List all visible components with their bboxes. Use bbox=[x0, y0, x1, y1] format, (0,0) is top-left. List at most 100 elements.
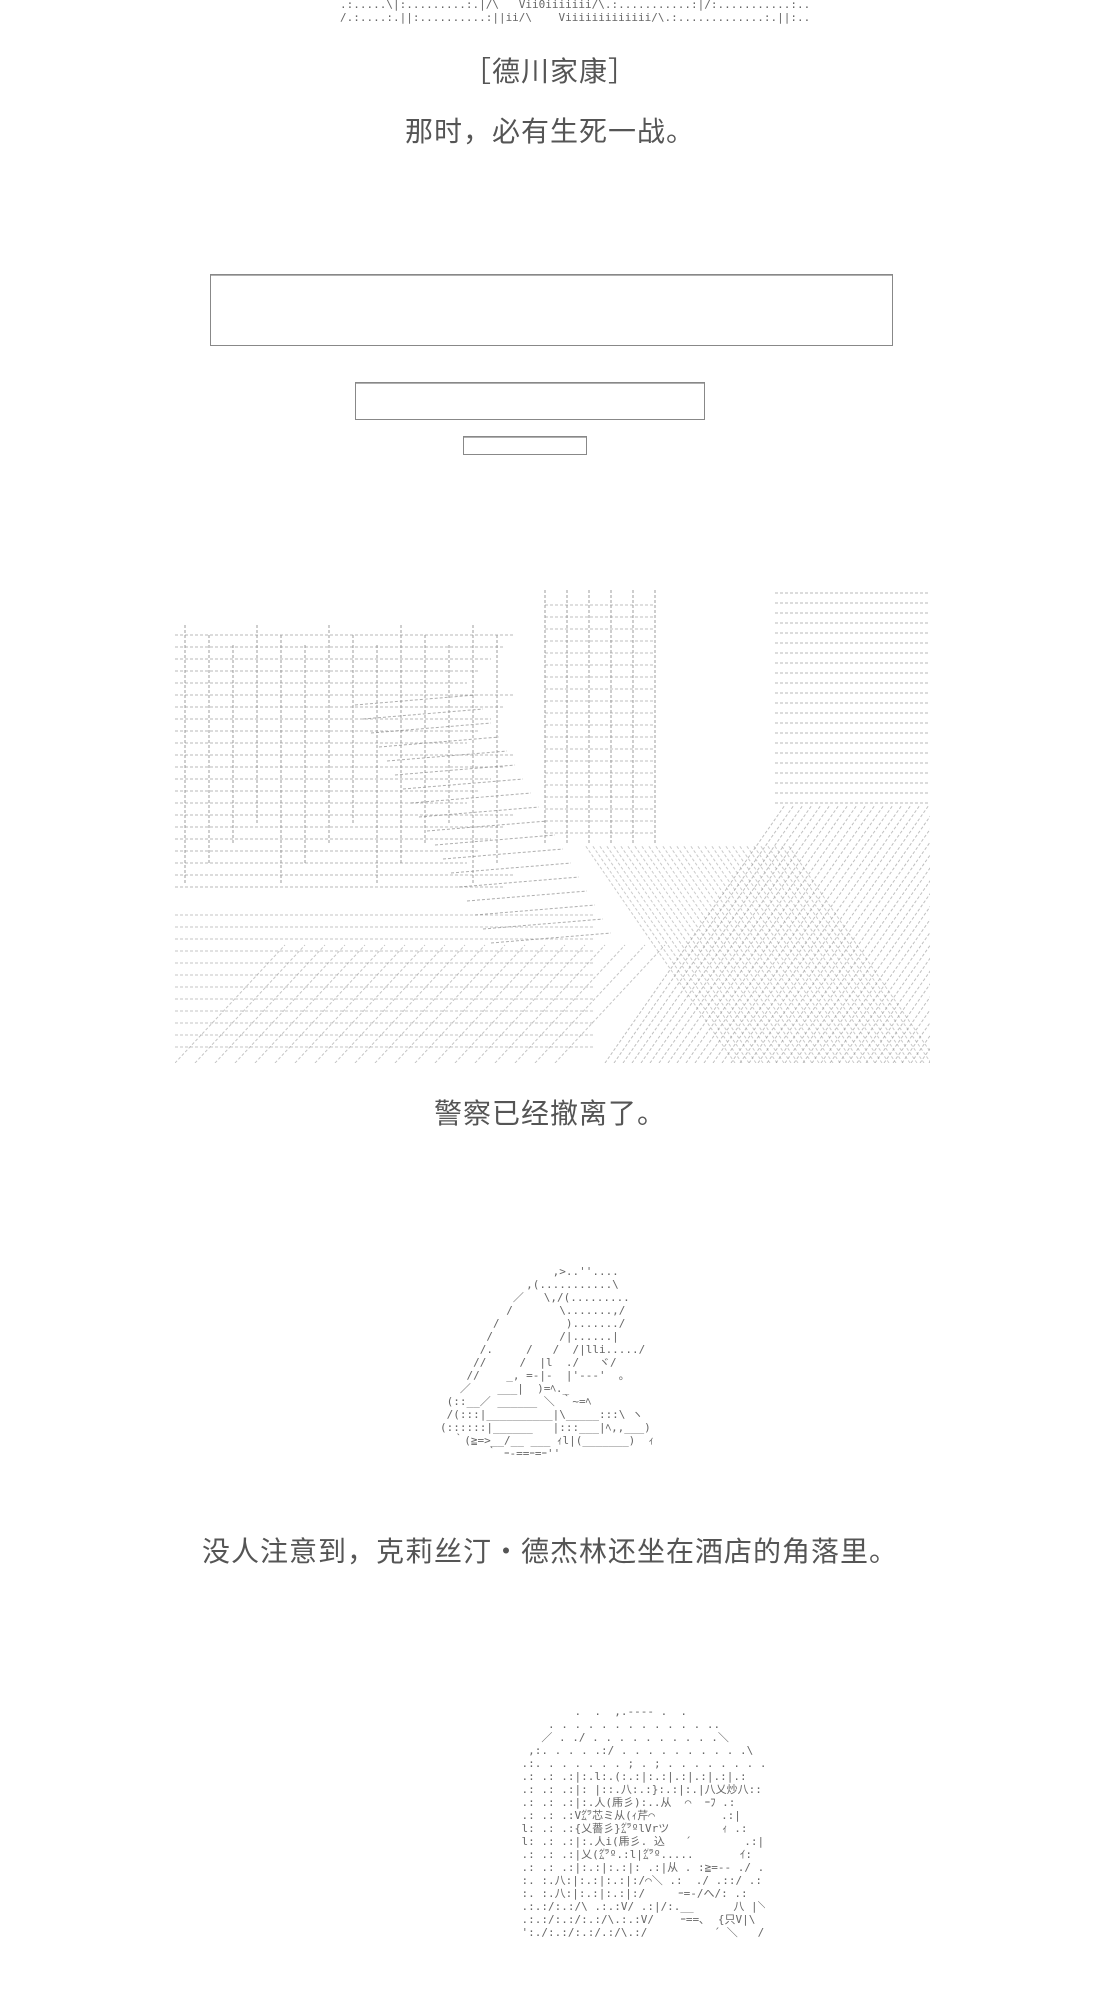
roof-hatch bbox=[829, 918, 930, 1063]
stair-step bbox=[418, 806, 540, 818]
roof-hatch bbox=[676, 804, 858, 1063]
ground-hatch bbox=[294, 944, 406, 1063]
roof-hatch-cross bbox=[752, 844, 904, 1063]
roof-hatch-cross bbox=[689, 844, 841, 1063]
stair-step bbox=[474, 904, 596, 916]
ground-hatch bbox=[214, 944, 326, 1063]
roof-hatch-cross bbox=[584, 844, 736, 1063]
ground-hatch bbox=[374, 944, 486, 1063]
ground-hatch bbox=[254, 944, 366, 1063]
stair-step bbox=[466, 890, 588, 902]
roof-hatch bbox=[730, 804, 912, 1063]
roof-hatch-cross bbox=[633, 844, 785, 1063]
stair-step bbox=[442, 848, 564, 860]
roof-hatch bbox=[820, 905, 930, 1063]
roof-hatch bbox=[613, 804, 795, 1063]
roof-hatch-cross bbox=[773, 844, 925, 1063]
roof-hatch bbox=[631, 804, 813, 1063]
roof-hatch-cross bbox=[759, 844, 911, 1063]
speaker-label: ［德川家康］ bbox=[462, 55, 637, 88]
stair-step bbox=[354, 694, 476, 706]
stair-step bbox=[426, 820, 548, 832]
stair-step bbox=[458, 876, 580, 888]
roof-hatch-cross bbox=[745, 844, 897, 1063]
ground-hatch bbox=[394, 944, 506, 1063]
roof-hatch-cross bbox=[682, 844, 834, 1063]
roof-hatch bbox=[874, 983, 930, 1063]
city-scene-art bbox=[175, 585, 930, 1063]
roof-hatch bbox=[847, 944, 930, 1063]
ground-hatch bbox=[534, 944, 646, 1063]
roof-hatch bbox=[748, 804, 930, 1063]
empty-frame-large bbox=[210, 274, 893, 346]
stair-step bbox=[450, 862, 572, 874]
roof-hatch bbox=[649, 804, 831, 1063]
stair-step bbox=[490, 932, 612, 944]
roof-hatch-cross bbox=[619, 844, 771, 1063]
ascii-art-hunched-figure: ,>..''.... ,(...........\ ／ \,/(........… bbox=[440, 1265, 655, 1460]
ground-hatch bbox=[334, 944, 446, 1063]
roof-hatch bbox=[856, 957, 930, 1063]
roof-hatch-cross bbox=[668, 844, 820, 1063]
ground-hatch bbox=[434, 944, 546, 1063]
roof-hatch bbox=[739, 804, 921, 1063]
roof-hatch bbox=[784, 854, 930, 1063]
roof-hatch-cross bbox=[696, 844, 848, 1063]
roof-hatch-cross bbox=[661, 844, 813, 1063]
roof-hatch-cross bbox=[675, 844, 827, 1063]
roof-hatch-cross bbox=[738, 844, 890, 1063]
ground-hatch bbox=[554, 944, 666, 1063]
ascii-art-top-strip: .:.....\|:.........:.|/\ Vii0iiiiiii/\.:… bbox=[340, 0, 810, 24]
roof-hatch-cross bbox=[612, 844, 764, 1063]
roof-hatch-cross bbox=[780, 844, 930, 1063]
roof-hatch bbox=[622, 804, 804, 1063]
roof-hatch bbox=[793, 867, 930, 1063]
ground-hatch bbox=[175, 944, 286, 1063]
narration-line-3: 没人注意到，克莉丝汀・德杰林还坐在酒店的角落里。 bbox=[201, 1535, 898, 1568]
ground-hatch bbox=[234, 944, 346, 1063]
roof-hatch bbox=[802, 880, 930, 1063]
roof-hatch-cross bbox=[703, 844, 855, 1063]
ground-hatch bbox=[414, 944, 526, 1063]
ground-hatch bbox=[274, 944, 386, 1063]
roof-hatch-cross bbox=[717, 844, 869, 1063]
roof-hatch bbox=[892, 1009, 930, 1063]
ground-hatch bbox=[494, 944, 606, 1063]
narration-line-2: 警察已经撤离了。 bbox=[433, 1097, 666, 1130]
roof-hatch bbox=[766, 828, 930, 1063]
roof-hatch bbox=[757, 815, 930, 1063]
stair-step bbox=[410, 792, 532, 804]
ground-hatch bbox=[474, 944, 586, 1063]
roof-hatch bbox=[775, 841, 930, 1063]
roof-hatch bbox=[640, 804, 822, 1063]
roof-hatch-cross bbox=[591, 844, 743, 1063]
roof-hatch bbox=[667, 804, 849, 1063]
roof-hatch bbox=[811, 892, 930, 1063]
stair-step bbox=[386, 750, 508, 762]
roof-hatch-cross bbox=[710, 844, 862, 1063]
ground-hatch bbox=[454, 944, 566, 1063]
roof-hatch bbox=[658, 804, 840, 1063]
roof-hatch bbox=[712, 804, 894, 1063]
stair-step bbox=[370, 722, 492, 734]
roof-hatch-cross bbox=[724, 844, 876, 1063]
roof-hatch bbox=[685, 804, 867, 1063]
roof-hatch bbox=[838, 931, 930, 1063]
roof-hatch bbox=[721, 804, 903, 1063]
roof-hatch bbox=[604, 804, 786, 1063]
roof-hatch bbox=[883, 996, 930, 1063]
ground-hatch bbox=[514, 944, 626, 1063]
ground-hatch bbox=[314, 944, 426, 1063]
ground-hatch bbox=[354, 944, 466, 1063]
roof-hatch-cross bbox=[605, 844, 757, 1063]
empty-frame-medium bbox=[355, 382, 705, 420]
stair-step bbox=[378, 736, 500, 748]
roof-hatch bbox=[865, 970, 930, 1063]
stair-step bbox=[362, 708, 484, 720]
roof-hatch bbox=[901, 1021, 930, 1063]
roof-hatch-cross bbox=[626, 844, 778, 1063]
narration-line-1: 那时，必有生死一战。 bbox=[404, 115, 695, 148]
stair-step bbox=[394, 764, 516, 776]
roof-hatch-cross bbox=[640, 844, 792, 1063]
roof-hatch-cross bbox=[647, 844, 799, 1063]
